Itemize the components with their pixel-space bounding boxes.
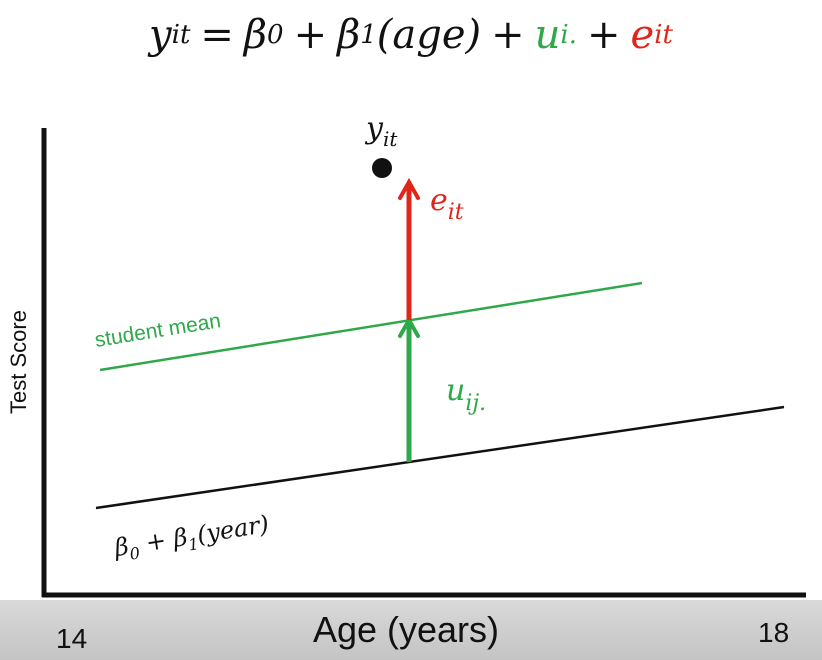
eq-u-sub: i. — [560, 20, 577, 50]
error-label: eit — [430, 183, 464, 225]
eq-plus-2: + — [491, 12, 525, 58]
eq-u: u — [534, 12, 561, 58]
eq-equals: = — [200, 12, 234, 58]
regression-line — [95, 405, 785, 510]
eq-y: y — [149, 12, 172, 58]
y-axis-label: Test Score — [6, 310, 31, 414]
point-label: yit — [364, 111, 398, 151]
regression-label: β0 + β1(year) — [112, 510, 272, 566]
x-axis-label: Age (years) — [313, 609, 499, 650]
student-mean-line — [99, 281, 643, 372]
student-mean-label: student mean — [93, 309, 222, 352]
eq-beta1: β — [337, 12, 361, 58]
eq-age: (age) — [376, 12, 482, 58]
eq-beta1-sub: 1 — [360, 20, 377, 50]
eq-plus-3: + — [587, 12, 621, 58]
x-tick-left: 14 — [56, 623, 87, 654]
eq-e: e — [630, 12, 655, 58]
eq-beta0: β — [243, 12, 268, 58]
eq-plus-1: + — [293, 12, 328, 58]
footer-band — [0, 600, 822, 660]
u-label: uij. — [446, 373, 486, 416]
eq-e-sub: it — [654, 20, 673, 50]
observation-point — [372, 158, 392, 178]
x-tick-right: 18 — [758, 617, 789, 648]
eq-beta0-sub: 0 — [267, 20, 284, 50]
e-arrow-head — [398, 177, 420, 200]
eq-y-sub: it — [171, 20, 191, 50]
